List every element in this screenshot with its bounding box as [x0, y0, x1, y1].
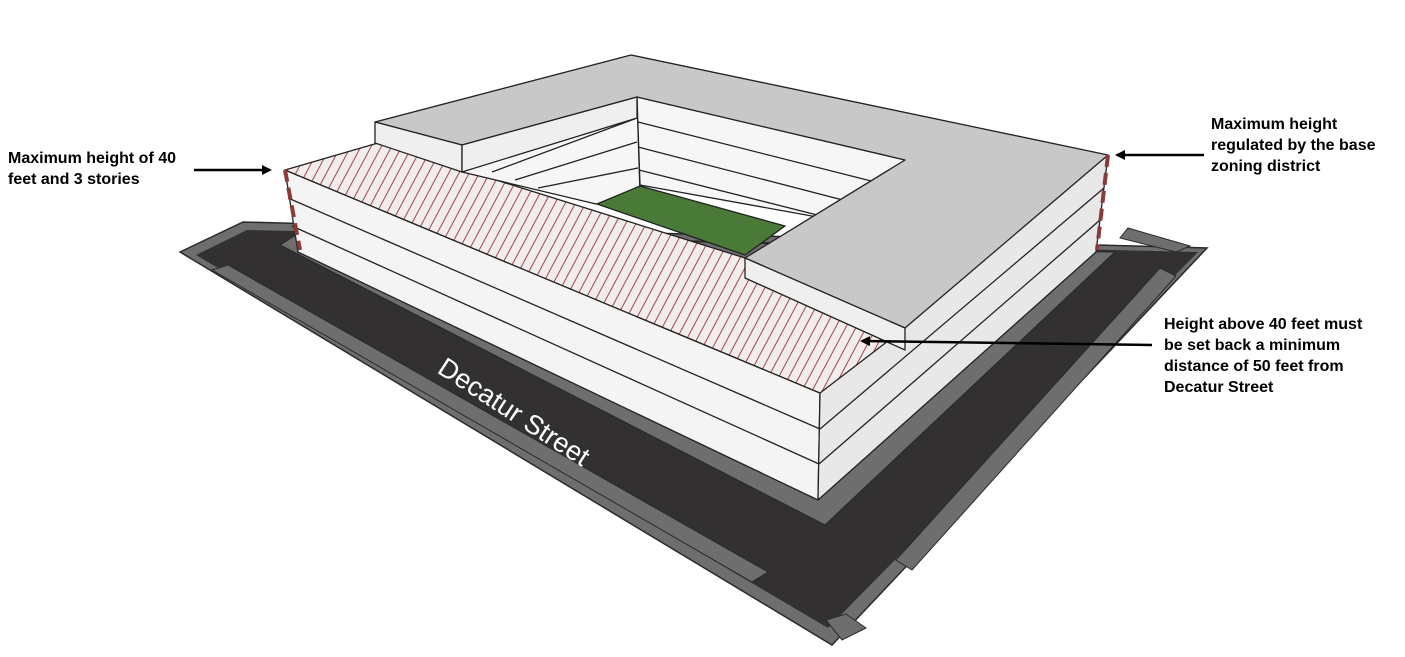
right-mid-callout-text: Height above 40 feet must be set back a … [1164, 316, 1367, 396]
courtyard-green [596, 185, 786, 256]
callout-line: Maximum height of 40 [8, 150, 176, 167]
courtyard-floor-line [637, 146, 863, 206]
building [284, 54, 1109, 501]
upper-roof-edge [744, 257, 906, 351]
floor-line [819, 187, 1105, 430]
courtyard-floor-line [514, 141, 638, 181]
courtyard-floor-line [491, 117, 638, 173]
callout-line: Decatur Street [1164, 379, 1274, 396]
floor-line [291, 225, 820, 465]
floor-line [287, 197, 821, 430]
left-callout-text: Maximum height of 40 feet and 3 stories [8, 150, 180, 188]
courtyard-floor-line [537, 167, 639, 189]
callout-arrows [194, 150, 1204, 347]
right-mid-callout-arrow [860, 336, 1153, 347]
height-markers [283, 154, 1110, 251]
callout-line: zoning district [1211, 158, 1321, 175]
callout-line: Height above 40 feet must [1164, 316, 1363, 333]
callout-line: regulated by the base [1211, 137, 1376, 154]
callout-line: Maximum height [1211, 116, 1338, 133]
right-height-marker [1095, 154, 1110, 251]
left-height-marker [283, 169, 302, 251]
courtyard-floor-line [638, 169, 846, 223]
upper-roof-edge [461, 96, 638, 173]
courtyard-floor-line [637, 121, 884, 185]
corner-sidewalk-segment [825, 613, 867, 641]
callout-line: distance of 50 feet from [1164, 358, 1344, 375]
right-top-callout-text: Maximum height regulated by the base zon… [1211, 116, 1380, 175]
front-sidewalk-segment [210, 264, 769, 583]
callout-line: feet and 3 stories [8, 171, 140, 188]
back-sidewalk-segment [1119, 227, 1192, 253]
callout-line: be set back a minimum [1164, 337, 1340, 354]
